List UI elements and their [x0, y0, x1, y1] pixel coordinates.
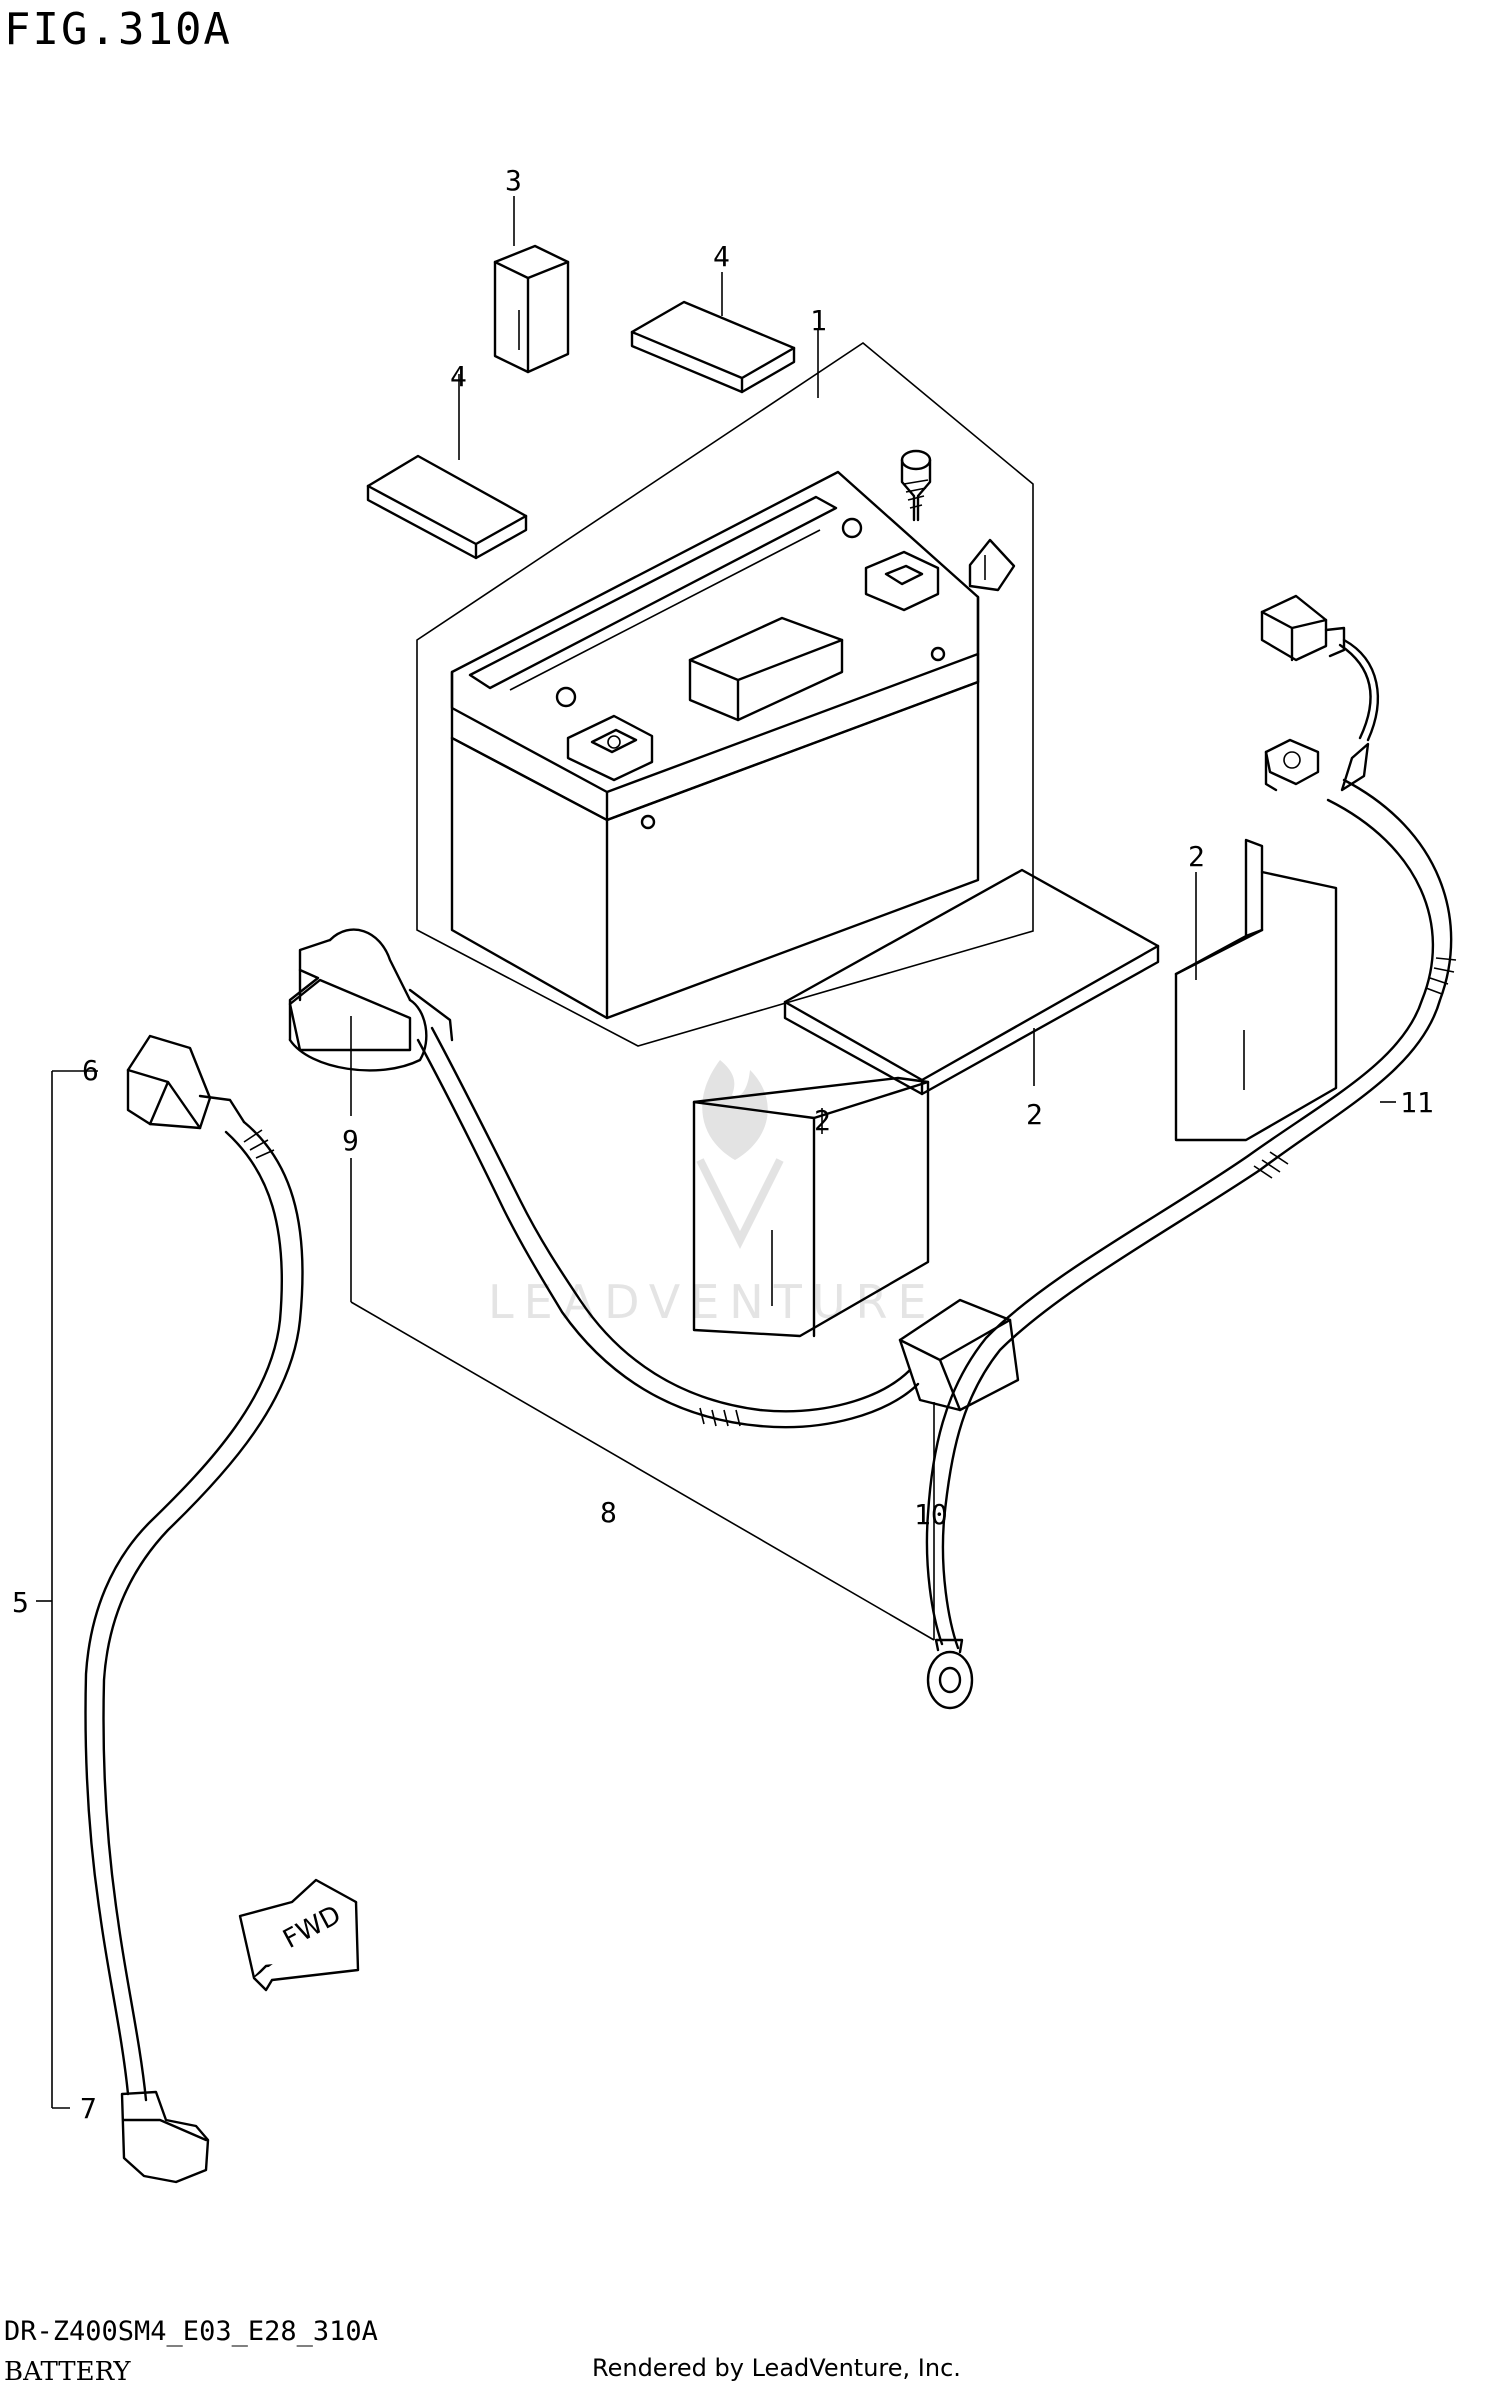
part-2-pad-flat: [783, 868, 1160, 1096]
part-5-cable: [84, 1034, 304, 2184]
callout-labels: 3 4 1 4 2 2 2 11 6 9 5 8 10 7: [12, 164, 1434, 2125]
watermark-text: LEADVENTURE: [488, 1275, 937, 1329]
callout-6: 6: [82, 1054, 99, 1087]
part-11-cable: [925, 594, 1457, 1710]
callout-2-right: 2: [1188, 840, 1205, 873]
watermark: LEADVENTURE: [488, 1060, 937, 1329]
callout-7: 7: [80, 2092, 97, 2125]
part-2-pad-bent-lower: [692, 1076, 930, 1338]
callout-3: 3: [505, 164, 522, 197]
part-2-pad-bent-right: [1174, 838, 1338, 1142]
callout-11: 11: [1400, 1086, 1434, 1119]
leader-lines: [36, 196, 1396, 2109]
callout-8: 8: [600, 1496, 617, 1529]
section-name: BATTERY: [4, 2357, 131, 2387]
part-4-pad-lower: [366, 454, 528, 560]
callout-2-lower: 2: [814, 1104, 831, 1137]
part-3-block: [493, 244, 570, 374]
callout-10: 10: [914, 1498, 948, 1531]
part-8-cable: [288, 928, 1020, 1429]
part-4-pad-upper: [630, 300, 796, 394]
callout-4-upper: 4: [713, 240, 730, 273]
callout-1: 1: [810, 304, 827, 337]
render-credit: Rendered by LeadVenture, Inc.: [592, 2354, 961, 2382]
callout-9: 9: [342, 1124, 359, 1157]
callout-2-flat: 2: [1026, 1098, 1043, 1131]
fwd-arrow-icon: FWD: [238, 1878, 360, 1992]
callout-5: 5: [12, 1586, 29, 1619]
model-code: DR-Z400SM4_E03_E28_310A: [4, 2316, 378, 2347]
figure-title: FIG.310A: [4, 4, 232, 55]
callout-4-lower: 4: [450, 360, 467, 393]
part-1-battery: [416, 342, 1034, 1047]
